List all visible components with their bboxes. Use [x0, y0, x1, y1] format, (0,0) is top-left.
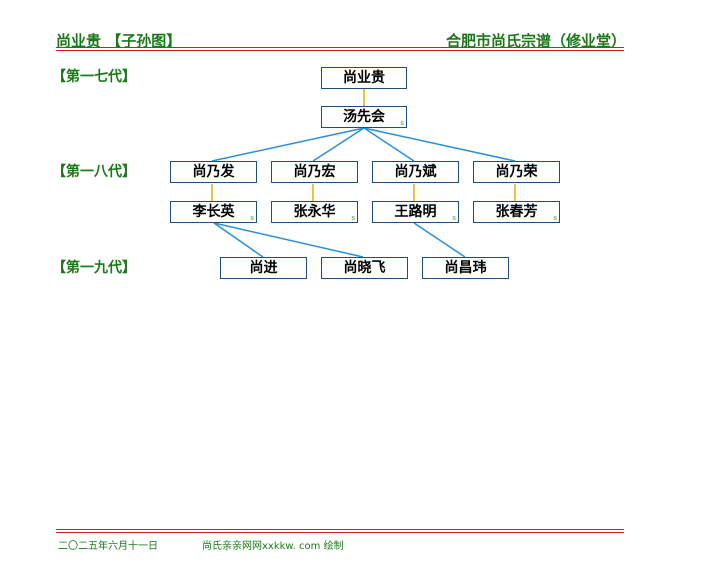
header-rule-bottom [56, 50, 624, 51]
spouse-marker: s [400, 119, 404, 127]
footer-date: 二〇二五年六月十一日 [58, 541, 158, 552]
spouse-marker: s [351, 214, 355, 222]
person-node-son4[interactable]: 尚乃荣 [473, 161, 560, 183]
child-link-grandchild2 [213, 222, 364, 258]
spouse-node-son3[interactable]: 王路明 s [372, 201, 459, 223]
spouse-node-son1[interactable]: 李长英 s [170, 201, 257, 223]
spouse-node-son4[interactable]: 张春芳 s [473, 201, 560, 223]
person-node-son2[interactable]: 尚乃宏 [271, 161, 358, 183]
person-node-son1[interactable]: 尚乃发 [170, 161, 257, 183]
person-node-grandchild3[interactable]: 尚昌玮 [422, 257, 509, 279]
spouse-marker: s [452, 214, 456, 222]
person-name: 尚业贵 [343, 70, 385, 86]
person-node-grandchild2[interactable]: 尚晓飞 [321, 257, 408, 279]
person-name: 张春芳 [495, 204, 538, 220]
person-name: 汤先会 [343, 109, 385, 125]
person-name: 张永华 [293, 204, 336, 220]
footer-rule-top [56, 529, 624, 530]
person-name: 李长英 [192, 204, 235, 220]
child-link-son4 [363, 127, 516, 162]
person-name: 尚乃发 [192, 164, 235, 180]
person-node-son3[interactable]: 尚乃斌 [372, 161, 459, 183]
spouse-node-son2[interactable]: 张永华 s [271, 201, 358, 223]
spouse-marker: s [250, 214, 254, 222]
footer-credit: 尚氏亲亲网网xxkkw. com 绘制 [202, 541, 344, 552]
person-name: 尚乃荣 [495, 164, 538, 180]
child-link-son1 [211, 127, 365, 162]
person-name: 尚进 [249, 260, 278, 276]
person-name: 尚晓飞 [343, 260, 386, 276]
page-title: 尚业贵 【子孙图】 [56, 32, 182, 50]
person-name: 尚昌玮 [444, 260, 487, 276]
person-name: 尚乃宏 [293, 164, 336, 180]
header-rule-top [56, 47, 624, 48]
person-name: 尚乃斌 [394, 164, 437, 180]
generation-label-19: 【第一九代】 [52, 260, 136, 276]
child-link-son2 [312, 127, 365, 162]
spouse-marker: s [553, 214, 557, 222]
person-node-root[interactable]: 尚业贵 [321, 67, 407, 89]
child-link-son3 [363, 127, 415, 162]
spouse-node-root[interactable]: 汤先会 s [321, 106, 407, 128]
person-node-grandchild1[interactable]: 尚进 [220, 257, 307, 279]
child-link-grandchild1 [213, 222, 264, 258]
child-link-grandchild3 [413, 222, 466, 258]
footer-rule-bottom [56, 532, 624, 533]
generation-label-17: 【第一七代】 [52, 69, 136, 85]
genealogy-title: 合肥市尚氏宗谱（修业堂） [446, 32, 627, 50]
person-name: 王路明 [394, 204, 437, 220]
generation-label-18: 【第一八代】 [52, 164, 136, 180]
